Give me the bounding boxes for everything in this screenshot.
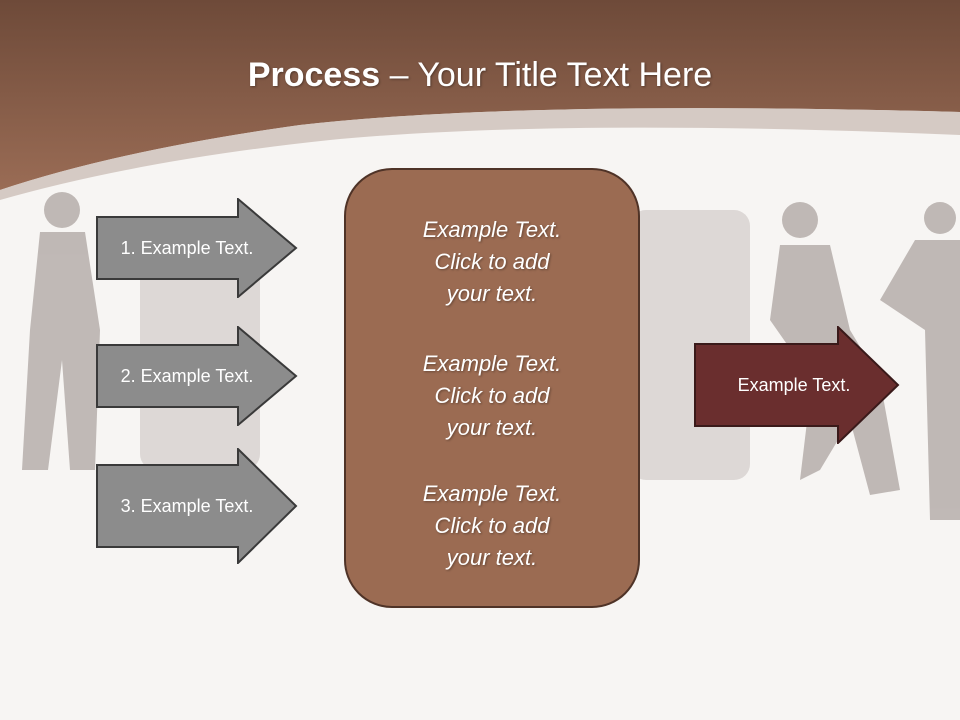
left-arrow-3[interactable]: 3. Example Text. — [96, 448, 298, 564]
center-paragraph-3: Example Text. Click to add your text. — [422, 481, 562, 570]
right-arrow-shape — [96, 326, 298, 426]
center-paragraph-2: Example Text. Click to add your text. — [422, 351, 562, 440]
arrow-label: 1. Example Text. — [120, 237, 254, 258]
right-arrow-shape — [694, 326, 900, 444]
right-arrow[interactable]: Example Text. — [694, 326, 900, 444]
center-text-box[interactable]: Example Text. Click to add your text. Ex… — [344, 168, 640, 608]
center-paragraph-1: Example Text. Click to add your text. — [422, 217, 562, 306]
left-arrow-2[interactable]: 2. Example Text. — [96, 326, 298, 426]
right-arrow-shape — [96, 198, 298, 298]
arrow-label: 2. Example Text. — [120, 365, 254, 386]
right-arrow-shape — [96, 448, 298, 564]
title-rest-text: – Your Title Text Here — [380, 56, 713, 94]
slide-title: Process – Your Title Text Here — [0, 52, 960, 98]
arrow-label: 3. Example Text. — [120, 495, 254, 516]
title-bold-text: Process — [247, 56, 381, 94]
arrow-label: Example Text. — [737, 374, 851, 395]
left-arrow-1[interactable]: 1. Example Text. — [96, 198, 298, 298]
